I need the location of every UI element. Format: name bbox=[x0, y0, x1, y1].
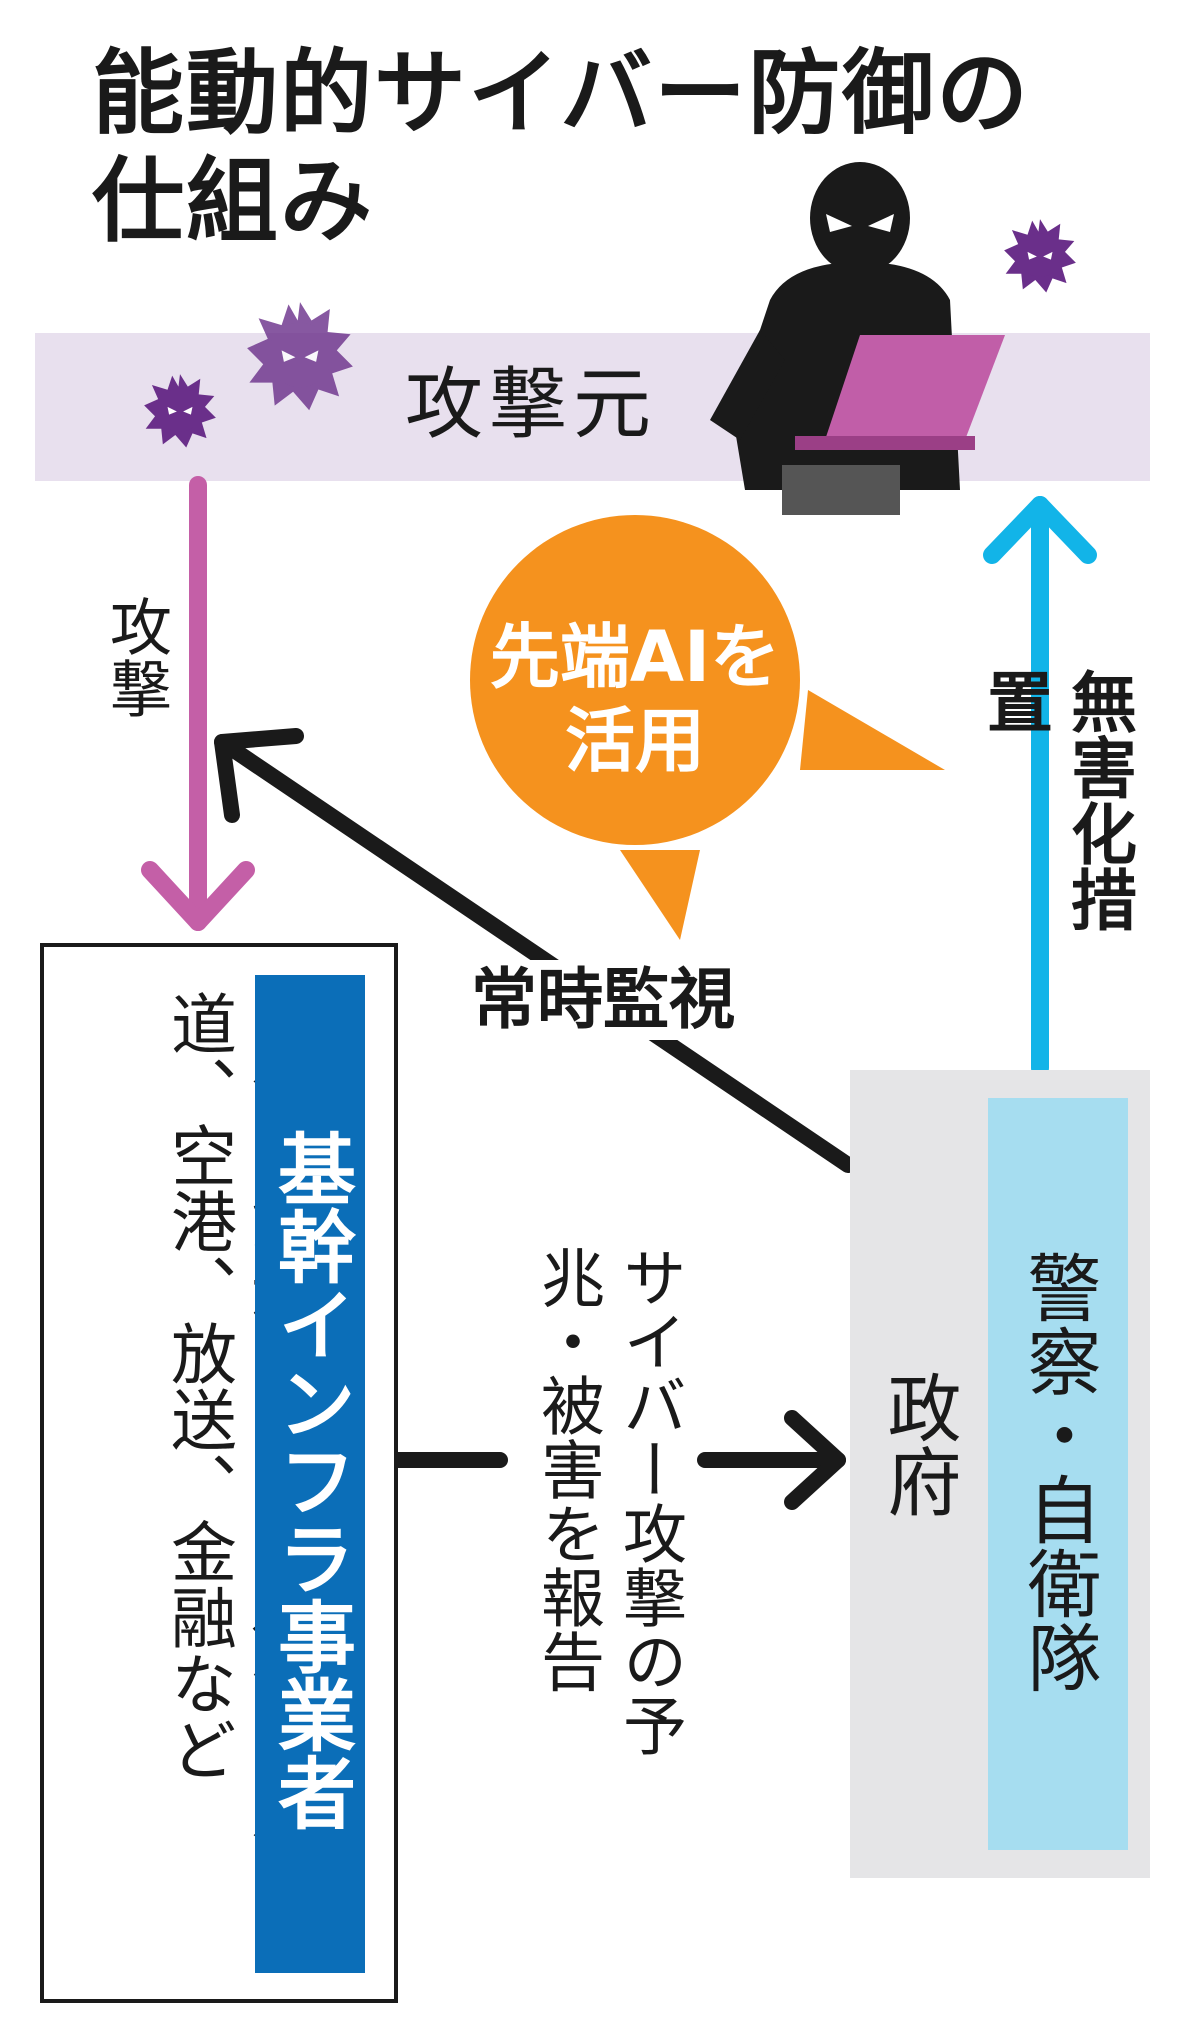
police-sdf-band bbox=[988, 1098, 1128, 1850]
virus-icon bbox=[1004, 219, 1076, 293]
infrastructure-title: 基幹インフラ事業者 bbox=[265, 1129, 355, 1831]
monitoring-label: 常時監視 bbox=[465, 960, 741, 1040]
attack-source-label: 攻撃元 bbox=[405, 360, 658, 450]
attack-arrow bbox=[141, 476, 255, 931]
laptop-icon bbox=[795, 335, 1005, 450]
report-arrow bbox=[390, 1410, 846, 1510]
ai-speech-bubble bbox=[470, 515, 945, 940]
report-label: サイバー攻撃の予兆・被害を報告 bbox=[530, 1245, 686, 1757]
police-sdf-label: 警察・自衛隊 bbox=[1015, 1250, 1101, 1694]
neutralization-label: 無害化措置 bbox=[976, 668, 1137, 932]
ai-bubble-label: 先端AIを活用 bbox=[489, 616, 781, 782]
virus-icon bbox=[247, 302, 353, 411]
monitoring-arrow bbox=[214, 728, 856, 1173]
infrastructure-title-band bbox=[255, 975, 365, 1973]
government-label: 政府 bbox=[875, 1370, 961, 1518]
attack-label: 攻撃 bbox=[99, 595, 172, 719]
diagram-title: 能動的サイバー防御の仕組み bbox=[92, 40, 1031, 255]
virus-icon bbox=[144, 374, 216, 448]
neutralization-arrow bbox=[983, 496, 1097, 1077]
